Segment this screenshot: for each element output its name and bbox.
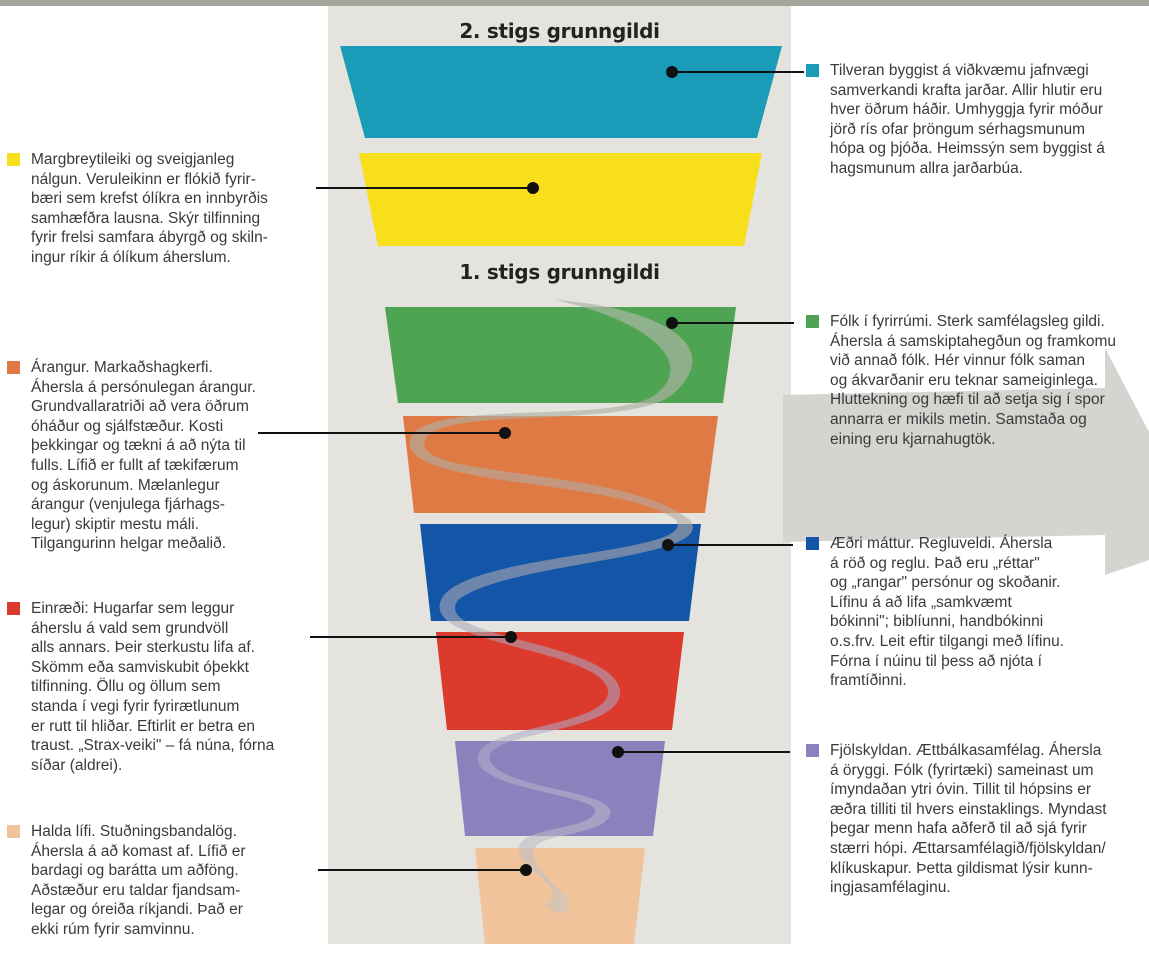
green-description: Fólk í fyrirrúmi. Sterk samfélagsleg gil… [806,312,1149,449]
green-text: Fólk í fyrirrúmi. Sterk samfélagsleg gil… [830,313,1117,448]
band-purple [455,741,665,836]
purple-description: Fjölskyldan. Ættbálkasamfélag. Áhersla á… [806,741,1145,898]
band-red [436,632,684,730]
turquoise-text: Tilveran byggist á viðkvæmu jafnvægi sam… [830,62,1105,177]
band-orange [403,416,718,513]
band-turquoise [340,46,782,138]
yellow-text: Margbreytileiki og sveigjanleg nálgun. V… [31,151,268,266]
orange-description: Árangur. Markaðshagkerfi. Áhersla á pers… [7,358,296,554]
orange-text: Árangur. Markaðshagkerfi. Áhersla á pers… [31,359,256,553]
beige-description: Halda lífi. Stuðningsbandalög. Áhersla á… [7,822,311,940]
red-text: Einræði: Hugarfar sem leggur áherslu á v… [31,600,275,774]
spiral-ribbon [409,300,693,915]
red-description: Einræði: Hugarfar sem leggur áherslu á v… [7,599,306,775]
turquoise-description: Tilveran byggist á viðkvæmu jafnvægi sam… [806,61,1145,179]
orange-swatch [7,361,20,374]
purple-swatch [806,744,819,757]
beige-swatch [7,825,20,838]
blue-text: Æðri máttur. Regluveldi. Áhersla á röð o… [830,535,1065,690]
leader-lines [258,66,804,876]
band-yellow [359,153,762,246]
top-border [0,0,1149,6]
yellow-swatch [7,153,20,166]
blue-description: Æðri máttur. Regluveldi. Áhersla á röð o… [806,534,1130,691]
band-blue [420,524,701,621]
red-swatch [7,602,20,615]
second-tier-title: 2. stigs grunngildi [459,19,660,43]
background-arrow [783,348,1149,575]
blue-swatch [806,537,819,550]
turquoise-swatch [806,64,819,77]
purple-text: Fjölskyldan. Ættbálkasamfélag. Áhersla á… [830,742,1107,897]
yellow-description: Margbreytileiki og sveigjanleg nálgun. V… [7,150,316,268]
first-tier-title: 1. stigs grunngildi [459,260,660,284]
beige-text: Halda lífi. Stuðningsbandalög. Áhersla á… [31,823,246,938]
green-swatch [806,315,819,328]
